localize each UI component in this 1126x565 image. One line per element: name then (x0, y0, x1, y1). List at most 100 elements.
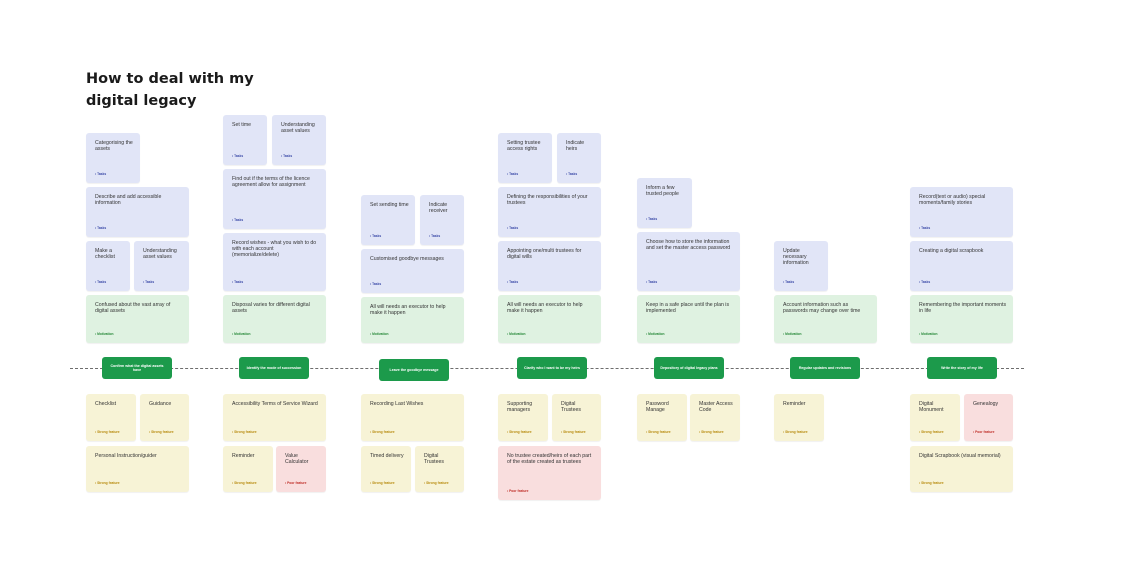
task-card[interactable]: Make a checklist• Tasks (86, 241, 130, 291)
feature-card[interactable]: No trustee created/heirs of each part of… (498, 446, 601, 500)
card-text: Personal Instruction/guider (95, 453, 157, 459)
card-text: Defining the responsibilities of your tr… (507, 194, 588, 206)
page-title: How to deal with my digital legacy (86, 71, 254, 109)
card-text: Setting trustee access rights (507, 140, 541, 152)
card-text: Supporting managers (507, 401, 533, 413)
phase-label[interactable]: Clarify who I want to be my heirs (517, 357, 587, 379)
card-tag: • Poor feature (285, 481, 307, 485)
card-tag: • Poor feature (973, 430, 995, 434)
card-tag: • Tasks (370, 282, 382, 286)
card-text: Record wishes - what you wish to do with… (232, 240, 317, 258)
phase-label[interactable]: Identify the mode of succession (239, 357, 309, 379)
feature-card[interactable]: Guidance• Strong feature (140, 394, 189, 441)
motivation-card[interactable]: Confused about the vast array of digital… (86, 295, 189, 343)
card-tag: • Motivation (95, 332, 114, 336)
card-text: Disposal varies for different digital as… (232, 302, 310, 314)
card-text: Master Access Code (699, 401, 733, 413)
card-tag: • Tasks (370, 234, 382, 238)
feature-card[interactable]: Value Calculator• Poor feature (276, 446, 326, 492)
feature-card[interactable]: Accessibility Terms of Service Wizard• S… (223, 394, 326, 441)
card-tag: • Tasks (783, 280, 795, 284)
phase-label[interactable]: Confirm what the digital assets have (102, 357, 172, 379)
card-text: Inform a few trusted people (646, 185, 679, 197)
card-tag: • Motivation (783, 332, 802, 336)
card-text: Remembering the important moments in lif… (919, 302, 1007, 314)
task-card[interactable]: Understanding asset values• Tasks (134, 241, 189, 291)
feature-card[interactable]: Checklist• Strong feature (86, 394, 136, 441)
task-card[interactable]: Update necessary information • Tasks (774, 241, 828, 291)
feature-card[interactable]: Supporting managers • Strong feature (498, 394, 548, 441)
card-tag: • Motivation (919, 332, 938, 336)
task-card[interactable]: Understanding asset values• Tasks (272, 115, 326, 165)
card-text: Appointing one/multi trustees for digita… (507, 248, 582, 260)
card-text: Keep in a safe place until the plan is i… (646, 302, 730, 314)
feature-card[interactable]: Personal Instruction/guider• Strong feat… (86, 446, 189, 492)
card-text: Record(text or audio) special moments/fa… (919, 194, 986, 206)
feature-card[interactable]: Recording Last Wishes• Strong feature (361, 394, 464, 441)
feature-card[interactable]: Password Manage • Strong feature (637, 394, 687, 441)
task-card[interactable]: Indicate receiver• Tasks (420, 195, 464, 245)
task-card[interactable]: Record wishes - what you wish to do with… (223, 233, 326, 291)
task-card[interactable]: Describe and add accessible information•… (86, 187, 189, 237)
task-card[interactable]: Find out if the terms of the licence agr… (223, 169, 326, 229)
feature-card[interactable]: Digital Trustees• Strong feature (552, 394, 601, 441)
card-text: Indicate receiver (429, 202, 448, 214)
feature-card[interactable]: Timed delivery• Strong feature (361, 446, 411, 492)
motivation-card[interactable]: All will needs an executor to help make … (498, 295, 601, 343)
task-card[interactable]: Record(text or audio) special moments/fa… (910, 187, 1013, 237)
motivation-card[interactable]: Account information such as passwords ma… (774, 295, 877, 343)
feature-card[interactable]: Genealogy• Poor feature (964, 394, 1013, 441)
card-text: Find out if the terms of the licence agr… (232, 176, 310, 188)
card-tag: • Strong feature (424, 481, 449, 485)
task-card[interactable]: Appointing one/multi trustees for digita… (498, 241, 601, 291)
task-card[interactable]: Creating a digital scrapbook• Tasks (910, 241, 1013, 291)
feature-card[interactable]: Digital Trustees • Strong feature (415, 446, 464, 492)
task-card[interactable]: Set sending time• Tasks (361, 195, 415, 245)
card-text: Indicate heirs (566, 140, 585, 152)
card-tag: • Strong feature (646, 430, 671, 434)
phase-label[interactable]: Regular updates and revisions (790, 357, 860, 379)
task-card[interactable]: Indicate heirs • Tasks (557, 133, 601, 183)
task-card[interactable]: Choose how to store the information and … (637, 232, 740, 291)
card-text: Password Manage (646, 401, 669, 413)
task-card[interactable]: Categorising the assets• Tasks (86, 133, 140, 183)
card-tag: • Tasks (95, 226, 107, 230)
feature-card[interactable]: Digital Scrapbook (visual memorial) • Str… (910, 446, 1013, 492)
feature-card[interactable]: Digital Monument• Strong feature (910, 394, 960, 441)
card-tag: • Strong feature (507, 430, 532, 434)
task-card[interactable]: Defining the responsibilities of your tr… (498, 187, 601, 237)
card-text: Digital Trustees (424, 453, 444, 465)
card-tag: • Tasks (232, 218, 244, 222)
card-tag: • Tasks (232, 280, 244, 284)
card-tag: • Tasks (919, 280, 931, 284)
card-text: Set time (232, 122, 252, 128)
feature-card[interactable]: Reminder• Strong feature (774, 394, 824, 441)
motivation-card[interactable]: Keep in a safe place until the plan is i… (637, 295, 740, 343)
card-tag: • Poor feature (507, 489, 529, 493)
card-text: Reminder (783, 401, 806, 407)
card-tag: • Motivation (232, 332, 251, 336)
phase-label[interactable]: Leave the goodbye message (379, 359, 449, 381)
card-text: Account information such as passwords ma… (783, 302, 861, 314)
card-tag: • Tasks (566, 172, 578, 176)
card-tag: • Strong feature (370, 481, 395, 485)
task-card[interactable]: Setting trustee access rights• Tasks (498, 133, 552, 183)
motivation-card[interactable]: Remembering the important moments in lif… (910, 295, 1013, 343)
phase-label[interactable]: Depository of digital legacy plans (654, 357, 724, 379)
card-tag: • Strong feature (232, 481, 257, 485)
card-text: Reminder (232, 453, 255, 459)
card-text: Update necessary information (783, 248, 809, 266)
card-tag: • Motivation (507, 332, 526, 336)
card-tag: • Motivation (646, 332, 665, 336)
card-tag: • Strong feature (919, 481, 944, 485)
feature-card[interactable]: Reminder • Strong feature (223, 446, 273, 492)
task-card[interactable]: Inform a few trusted people• Tasks (637, 178, 692, 228)
card-text: Digital Scrapbook (visual memorial) (919, 453, 1001, 459)
motivation-card[interactable]: Disposal varies for different digital as… (223, 295, 326, 343)
card-text: Understanding asset values (281, 122, 315, 134)
feature-card[interactable]: Master Access Code• Strong feature (690, 394, 740, 441)
task-card[interactable]: Set time• Tasks (223, 115, 267, 165)
motivation-card[interactable]: All will needs an executor to help make … (361, 297, 464, 343)
phase-label[interactable]: Write the story of my life (927, 357, 997, 379)
task-card[interactable]: Customised goodbye messages• Tasks (361, 249, 464, 293)
